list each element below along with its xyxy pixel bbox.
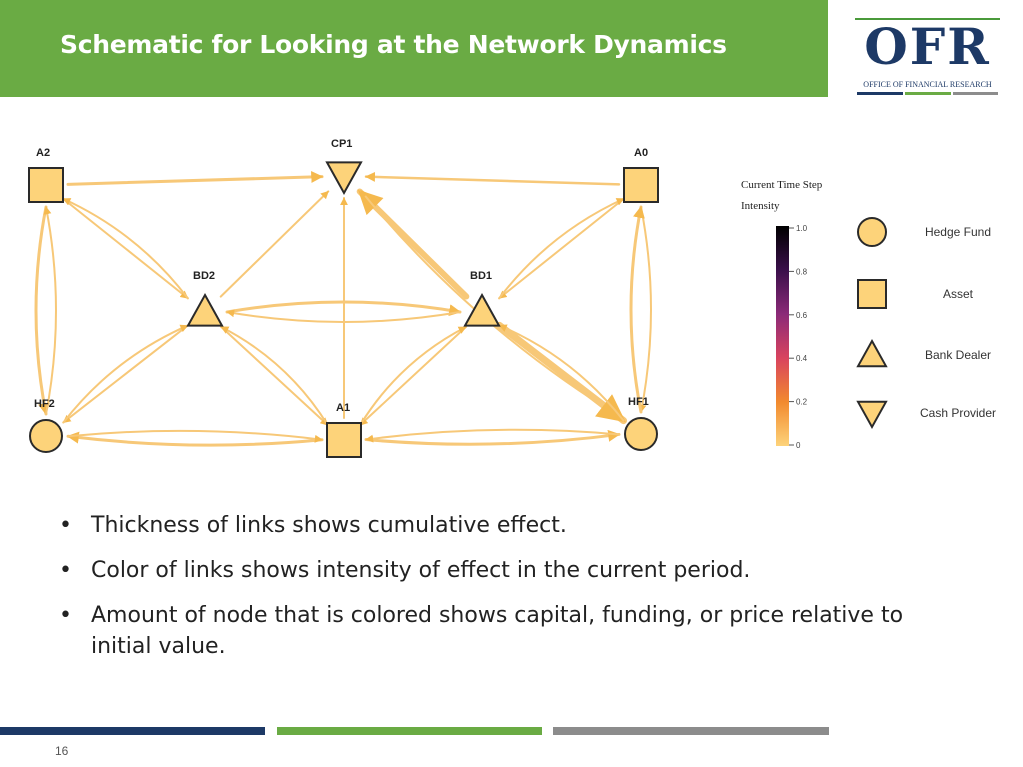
legend-item: Hedge Fund xyxy=(857,217,991,247)
node-label: A0 xyxy=(634,147,648,159)
asset-square-icon xyxy=(28,167,64,203)
node-label: BD1 xyxy=(470,270,492,282)
bullet-dot-icon: • xyxy=(59,513,72,538)
bullet-text: Amount of node that is colored shows cap… xyxy=(91,603,904,659)
cash-provider-triangle-icon xyxy=(325,161,363,196)
legend-item: Bank Dealer xyxy=(856,338,991,368)
network-link xyxy=(66,170,324,186)
network-link xyxy=(364,171,621,186)
network-link xyxy=(62,324,189,424)
intensity-colorbar: Current Time Step Intensity 1.0 0.8 0.6 0.4… xyxy=(741,179,823,450)
network-link xyxy=(225,300,462,317)
colorbar-gradient xyxy=(776,226,789,446)
legend-triangle-up-icon xyxy=(856,338,888,368)
asset-square-icon xyxy=(623,167,659,203)
footer-bar-green xyxy=(277,727,542,735)
node-a2: A2 xyxy=(28,147,64,203)
legend-item: Asset xyxy=(857,279,974,309)
logo-rule-blue xyxy=(857,92,903,95)
legend-item: Cash Provider xyxy=(856,400,996,430)
network-link xyxy=(495,321,628,425)
network-link xyxy=(220,325,329,427)
node-label: HF1 xyxy=(628,396,649,408)
network-link xyxy=(364,429,621,446)
node-bd1: BD1 xyxy=(463,270,501,327)
logo-wordmark: OFR xyxy=(864,17,991,76)
network-link xyxy=(43,206,57,415)
bank-dealer-triangle-icon xyxy=(186,292,224,327)
title-bar: Schematic for Looking at the Network Dyn… xyxy=(0,0,828,97)
node-hf2: HF2 xyxy=(29,398,63,453)
network-links xyxy=(34,170,652,447)
node-label: A2 xyxy=(36,147,50,159)
slide-title: Schematic for Looking at the Network Dyn… xyxy=(60,30,727,59)
footer-bar-blue xyxy=(0,727,265,735)
node-a0: A0 xyxy=(623,147,659,203)
colorbar-title-line1: Current Time Step xyxy=(741,179,823,191)
logo-rule-green xyxy=(905,92,951,95)
bullet-dot-icon: • xyxy=(59,603,72,628)
bullet-text: Thickness of links shows cumulative effe… xyxy=(91,513,567,538)
colorbar-ticks: 1.0 0.8 0.6 0.4 0.2 0 xyxy=(789,224,808,450)
node-hf1: HF1 xyxy=(624,396,658,451)
page-number: 16 xyxy=(55,744,69,758)
colorbar-tick-label: 0.6 xyxy=(796,311,808,320)
footer-bar-gray xyxy=(553,727,829,735)
asset-square-icon xyxy=(326,422,362,458)
node-label: CP1 xyxy=(331,138,352,150)
logo-subtitle: OFFICE OF FINANCIAL RESEARCH xyxy=(863,80,992,89)
bullet-item: • Amount of node that is colored shows ca… xyxy=(55,600,915,662)
network-link xyxy=(638,206,652,413)
colorbar-tick-label: 1.0 xyxy=(796,224,808,233)
network-link xyxy=(66,431,324,447)
network-link xyxy=(34,205,50,416)
network-link xyxy=(629,205,645,414)
node-label: A1 xyxy=(336,402,350,414)
network-link xyxy=(220,325,329,427)
legend-label: Asset xyxy=(943,287,974,301)
network-link xyxy=(498,197,625,300)
bank-dealer-triangle-icon xyxy=(463,292,501,327)
legend-label: Cash Provider xyxy=(920,406,996,420)
legend-circle-icon xyxy=(857,217,887,247)
network-link xyxy=(364,428,621,443)
node-a1: A1 xyxy=(326,402,362,458)
hedge-fund-circle-icon xyxy=(29,419,63,453)
bullet-item: • Thickness of links shows cumulative eff… xyxy=(55,510,915,541)
network-link xyxy=(359,325,467,427)
logo-top-rule xyxy=(855,18,1000,20)
bullet-dot-icon: • xyxy=(59,558,72,583)
legend-label: Bank Dealer xyxy=(925,348,991,362)
colorbar-tick-label: 0 xyxy=(796,441,801,450)
network-link xyxy=(62,197,189,300)
network-link xyxy=(498,324,625,422)
logo-rule-gray xyxy=(953,92,998,95)
bullet-item: • Color of links shows intensity of effec… xyxy=(55,555,915,586)
network-link xyxy=(62,197,189,300)
ofr-logo: OFR OFFICE OF FINANCIAL RESEARCH xyxy=(855,18,1000,96)
node-label: HF2 xyxy=(34,398,55,410)
colorbar-tick-label: 0.4 xyxy=(796,354,808,363)
network-link xyxy=(219,190,330,298)
hedge-fund-circle-icon xyxy=(624,417,658,451)
bullet-text: Color of links shows intensity of effect… xyxy=(91,558,751,583)
node-label: BD2 xyxy=(193,270,215,282)
colorbar-title-line2: Intensity xyxy=(741,200,780,212)
network-link xyxy=(62,324,189,424)
network-link xyxy=(359,325,467,427)
colorbar-tick-label: 0.2 xyxy=(796,398,808,407)
node-bd2: BD2 xyxy=(186,270,224,327)
legend-label: Hedge Fund xyxy=(925,225,991,239)
legend-triangle-down-icon xyxy=(856,400,888,430)
bullet-list: • Thickness of links shows cumulative eff… xyxy=(55,510,915,676)
colorbar-tick-label: 0.8 xyxy=(796,267,808,276)
legend-square-icon xyxy=(857,279,887,309)
network-link xyxy=(498,197,625,300)
network-link xyxy=(66,429,324,443)
node-cp1: CP1 xyxy=(325,138,363,196)
network-link xyxy=(226,309,461,323)
